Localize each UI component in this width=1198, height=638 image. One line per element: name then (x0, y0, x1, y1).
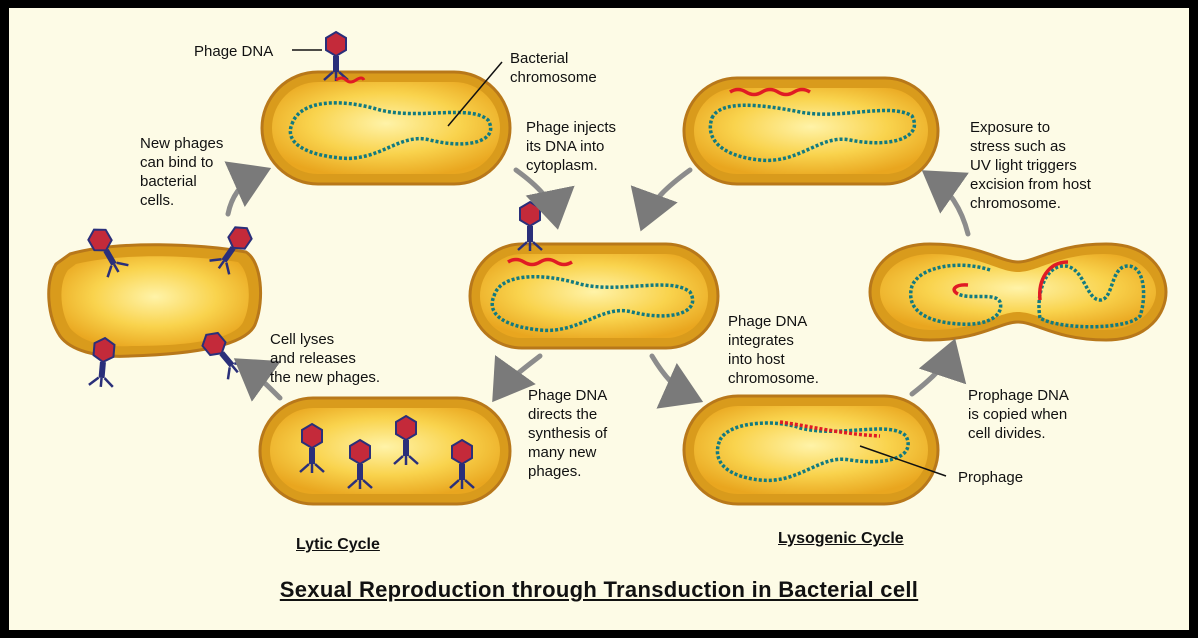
label-line: chromosome. (728, 370, 819, 387)
cell-lysing (47, 243, 263, 358)
label-line: directs the (528, 406, 598, 423)
arrow-to-lysogenic (649, 353, 704, 409)
dividing-chromosome-left (909, 263, 1003, 326)
bacterial-chromosome (288, 101, 493, 161)
label-line: cytoplasm. (526, 157, 598, 174)
label-line: and releases (270, 350, 356, 367)
label-line: Exposure to (970, 119, 1051, 136)
bacteriophage-icon (393, 414, 419, 465)
label-line: cells. (140, 192, 175, 209)
label-line: Phage DNA (728, 313, 808, 330)
label-line: synthesis of (528, 425, 608, 442)
label-line: chromosome. (970, 195, 1061, 212)
page-title: Sexual Reproduction through Transduction… (279, 577, 919, 602)
arrow-inject (513, 167, 575, 230)
bacteriophage-icon (209, 226, 253, 275)
label-line: many new (528, 444, 597, 461)
label-line: phages. (528, 463, 582, 480)
arrow-reinfect (630, 167, 693, 232)
label-line: Phage DNA (528, 387, 608, 404)
phage-dna-strand (335, 76, 366, 84)
label-exposure-stress: Exposure to stress such as UV light trig… (970, 118, 1091, 213)
cell-synthesis (258, 396, 512, 506)
dividing-chromosome-right (1037, 264, 1146, 329)
arrow-lysis (233, 358, 283, 402)
cell-excision (682, 76, 940, 186)
label-line: UV light triggers (970, 157, 1077, 174)
arrow-new-bind (224, 161, 272, 217)
caption-lytic-cycle: Lytic Cycle (296, 536, 380, 553)
bacteriophage-icon (323, 30, 349, 81)
label-line: Bacterial (510, 50, 569, 67)
bacteriophage-icon (87, 228, 129, 278)
cell-top-infection (260, 70, 512, 186)
bacteriophage-icon (449, 438, 475, 489)
host-chromosome-prophage (715, 421, 910, 483)
label-prophage: Prophage (958, 469, 1024, 486)
arrow-divide (909, 338, 967, 397)
pointer-prophage (859, 445, 947, 477)
arrow-excision (921, 170, 971, 237)
dividing-prophage-right (1038, 260, 1069, 301)
label-bacterial-chromosome: Bacterial chromosome (510, 49, 597, 87)
bacteriophage-icon (88, 336, 116, 388)
label-line: the new phages. (270, 369, 381, 386)
cell-center-injected (468, 242, 720, 350)
label-phage-dna-top: Phage DNA (194, 43, 274, 60)
pointer-lines (292, 49, 947, 477)
label-line: cell divides. (968, 425, 1046, 442)
label-line: New phages (140, 135, 224, 152)
excised-phage-dna (729, 87, 811, 97)
cell-prophage (682, 394, 940, 506)
label-line: excision from host (970, 176, 1091, 193)
arrow-to-lytic (492, 353, 543, 403)
caption-lysogenic-cycle: Lysogenic Cycle (778, 530, 904, 547)
label-line: integrates (728, 332, 794, 349)
label-line: its DNA into (526, 138, 605, 155)
label-phage-injects: Phage injects its DNA into cytoplasm. (526, 118, 616, 175)
bacteriophage-icon (347, 438, 373, 489)
arrows (224, 161, 971, 409)
label-prophage-copied: Prophage DNA is copied when cell divides… (968, 386, 1069, 443)
injected-phage-dna (507, 257, 573, 267)
label-line: is copied when (968, 406, 1068, 423)
host-chromosome-center (490, 275, 695, 333)
label-line: Prophage DNA (968, 387, 1069, 404)
label-line: stress such as (970, 138, 1066, 155)
label-line: bacterial (140, 173, 197, 190)
label-line: chromosome (510, 69, 597, 86)
label-line: Cell lyses (270, 331, 335, 348)
integrated-prophage-dna (779, 420, 881, 438)
dividing-prophage-left (952, 283, 969, 296)
label-phage-dna-directs: Phage DNA directs the synthesis of many … (528, 386, 607, 481)
label-line: into host (728, 351, 785, 368)
label-cell-lyses: Cell lyses and releases the new phages. (270, 330, 380, 387)
bacteriophage-icon (299, 422, 325, 473)
label-line: can bind to (140, 154, 214, 171)
pointer-chromosome (447, 61, 503, 127)
label-phage-dna-integrates: Phage DNA integrates into host chromosom… (728, 312, 819, 388)
label-line: Phage injects (526, 119, 617, 136)
label-new-phages-bind: New phages can bind to bacterial cells. (140, 134, 223, 210)
